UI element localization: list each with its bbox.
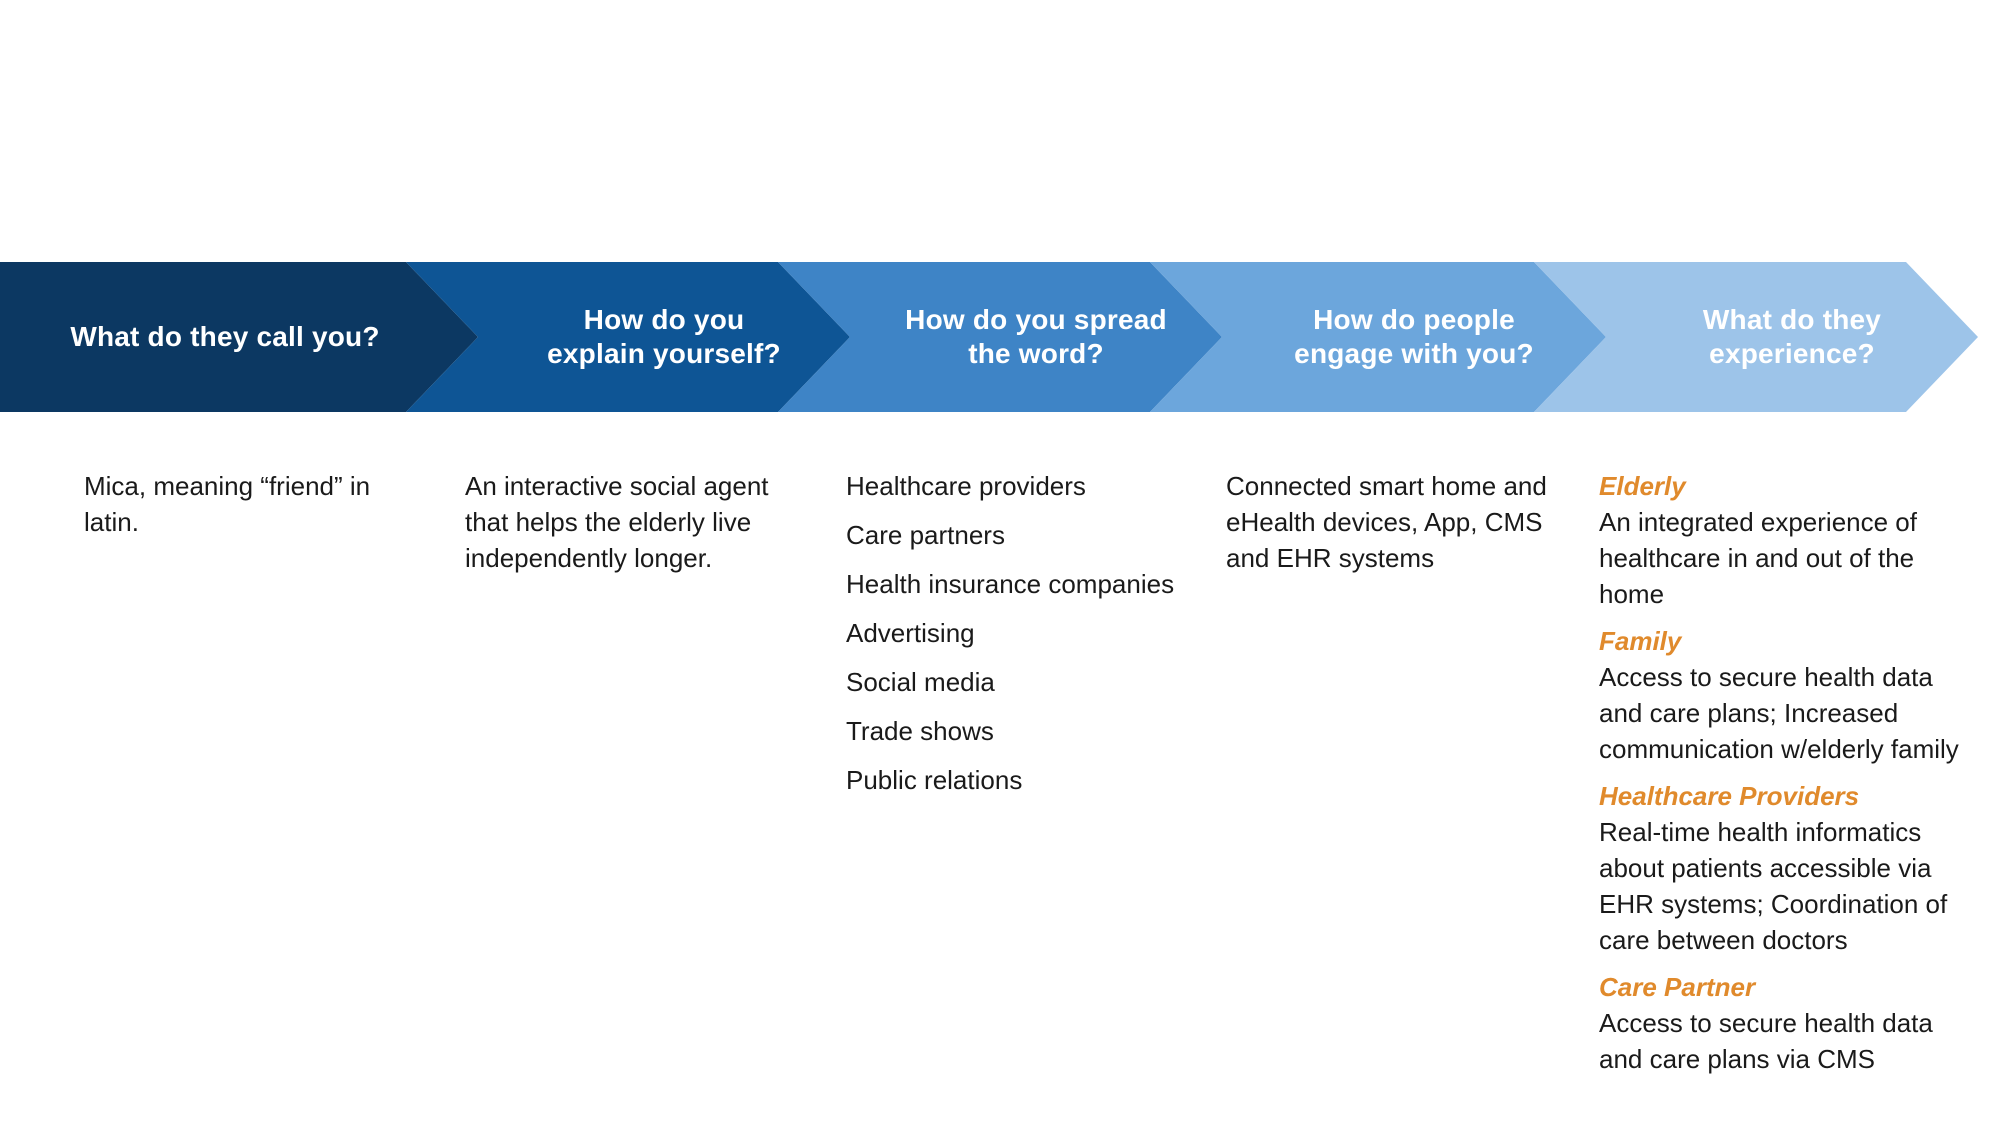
- experience-group-family: Family Access to secure health data and …: [1599, 623, 1959, 767]
- experience-text: Access to secure health data and care pl…: [1599, 662, 1959, 764]
- engage-description: Connected smart home and eHealth devices…: [1226, 471, 1547, 573]
- explain-column: An interactive social agent that helps t…: [465, 468, 805, 576]
- experience-title: Healthcare Providers: [1599, 781, 1860, 811]
- stage-title: How do you explain yourself?: [547, 304, 781, 369]
- process-chevron-row: What do they call you? How do you explai…: [0, 262, 2000, 412]
- list-item: Social media: [846, 667, 995, 697]
- stage-chevron-explain: How do you explain yourself?: [406, 262, 850, 412]
- experience-group-healthcare-providers: Healthcare Providers Real-time health in…: [1599, 778, 1959, 958]
- experience-title: Family: [1599, 626, 1682, 656]
- stage-title: How do you spread the word?: [905, 304, 1167, 369]
- list-item: Health insurance companies: [846, 569, 1175, 599]
- stage-title: What do they experience?: [1702, 304, 1882, 369]
- experience-column: Elderly An integrated experience of heal…: [1599, 468, 1959, 1088]
- explain-description: An interactive social agent that helps t…: [465, 471, 769, 573]
- experience-text: Access to secure health data and care pl…: [1599, 1008, 1933, 1074]
- list-item: Public relations: [846, 765, 1023, 795]
- stage-title: What do they call you?: [70, 321, 380, 352]
- experience-text: An integrated experience of healthcare i…: [1599, 507, 1917, 609]
- list-item: Advertising: [846, 618, 975, 648]
- spread-column: Healthcare providers Care partners Healt…: [846, 468, 1176, 811]
- experience-title: Elderly: [1599, 471, 1686, 501]
- list-item: Healthcare providers: [846, 471, 1086, 501]
- stage-title: How do people engage with you?: [1294, 304, 1534, 369]
- list-item: Trade shows: [846, 716, 994, 746]
- stage-chevron-experience: What do they experience?: [1534, 262, 1978, 412]
- name-description: Mica, meaning “friend” in latin.: [84, 471, 371, 537]
- experience-group-elderly: Elderly An integrated experience of heal…: [1599, 468, 1959, 612]
- stage-chevron-name: What do they call you?: [0, 262, 478, 412]
- list-item: Care partners: [846, 520, 1005, 550]
- experience-group-care-partner: Care Partner Access to secure health dat…: [1599, 969, 1959, 1077]
- stage-chevron-spread: How do you spread the word?: [778, 262, 1222, 412]
- engage-column: Connected smart home and eHealth devices…: [1226, 468, 1556, 576]
- stage-chevron-engage: How do people engage with you?: [1150, 262, 1606, 412]
- experience-title: Care Partner: [1599, 972, 1756, 1002]
- name-column: Mica, meaning “friend” in latin.: [84, 468, 414, 540]
- experience-text: Real-time health informatics about patie…: [1599, 817, 1948, 955]
